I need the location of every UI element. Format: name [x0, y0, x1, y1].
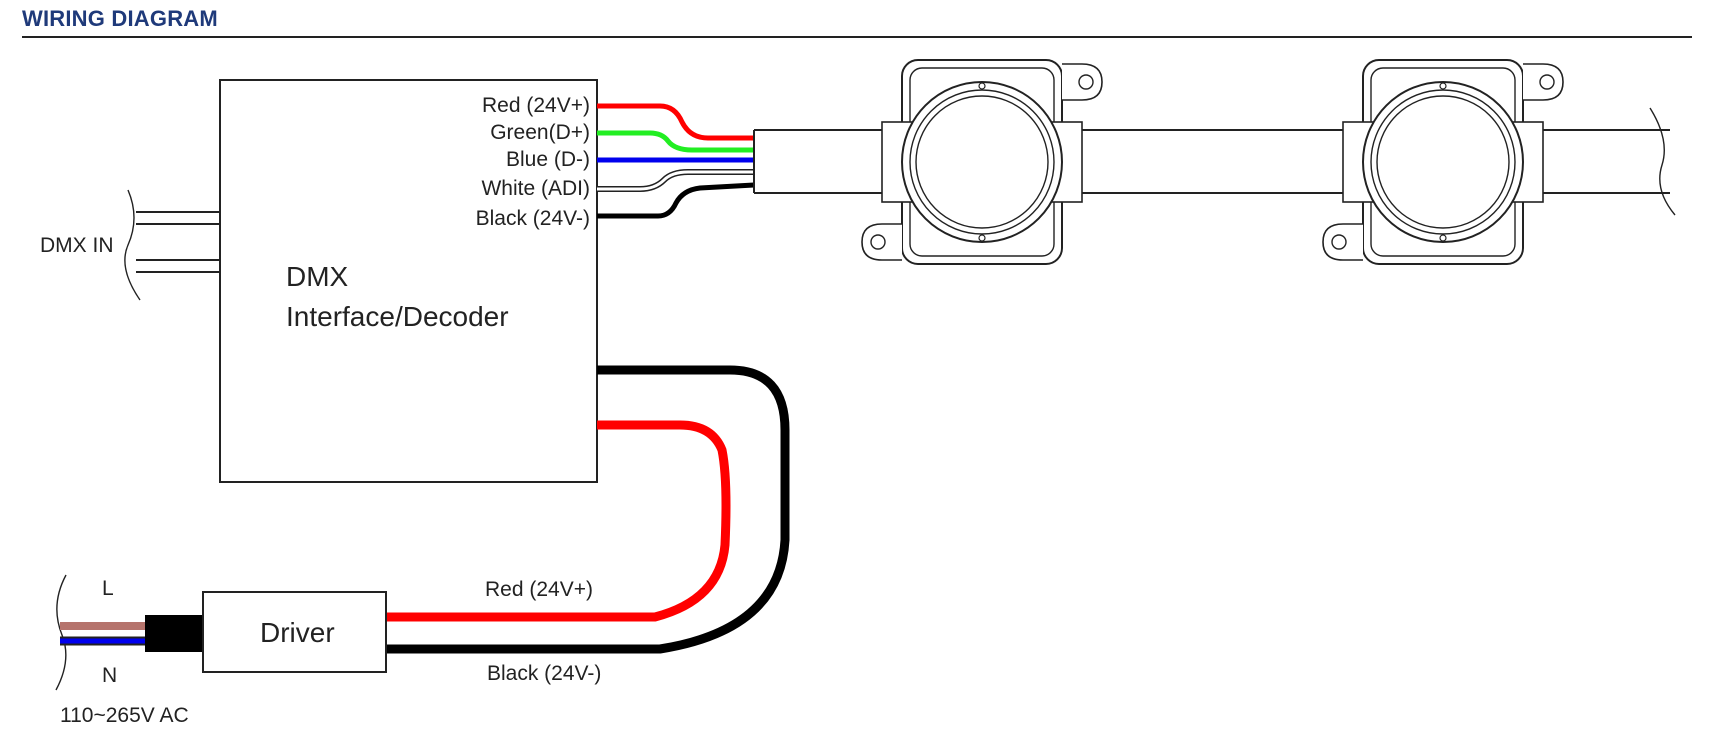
driver-box [202, 591, 387, 673]
mains-input [55, 574, 203, 691]
neutral-label: N [102, 664, 117, 687]
driver-label: Driver [260, 617, 335, 648]
decoder-label-line1: DMX [286, 261, 349, 292]
driver-black-wire [385, 365, 790, 654]
pixel-module-1 [861, 59, 1103, 265]
power-wires [385, 365, 790, 654]
voltage-label: 110~265V AC [60, 704, 189, 727]
cable-gland [145, 615, 203, 652]
wire-label-green: Green(D+) [490, 121, 590, 144]
driver-red-wire [385, 420, 731, 622]
pixel-module-2 [1322, 59, 1564, 265]
wire-label-white: White (ADI) [481, 177, 590, 200]
wire-label-blue: Blue (D-) [506, 148, 590, 171]
dmx-in-cable [124, 189, 220, 301]
green-wire [597, 130, 754, 153]
page-title: WIRING DIAGRAM [22, 6, 218, 31]
live-label: L [102, 577, 114, 600]
red-wire [597, 103, 754, 141]
dmx-in-label: DMX IN [40, 234, 114, 257]
driver-black-label: Black (24V-) [487, 662, 601, 685]
driver-red-label: Red (24V+) [485, 578, 593, 601]
decoder-output-wires [597, 103, 755, 219]
decoder-box [219, 79, 598, 483]
black-wire [597, 182, 755, 219]
decoder-label-line2: Interface/Decoder [286, 301, 509, 332]
title-divider [22, 36, 1692, 38]
wire-label-black: Black (24V-) [476, 207, 590, 230]
wire-label-red: Red (24V+) [482, 94, 590, 117]
